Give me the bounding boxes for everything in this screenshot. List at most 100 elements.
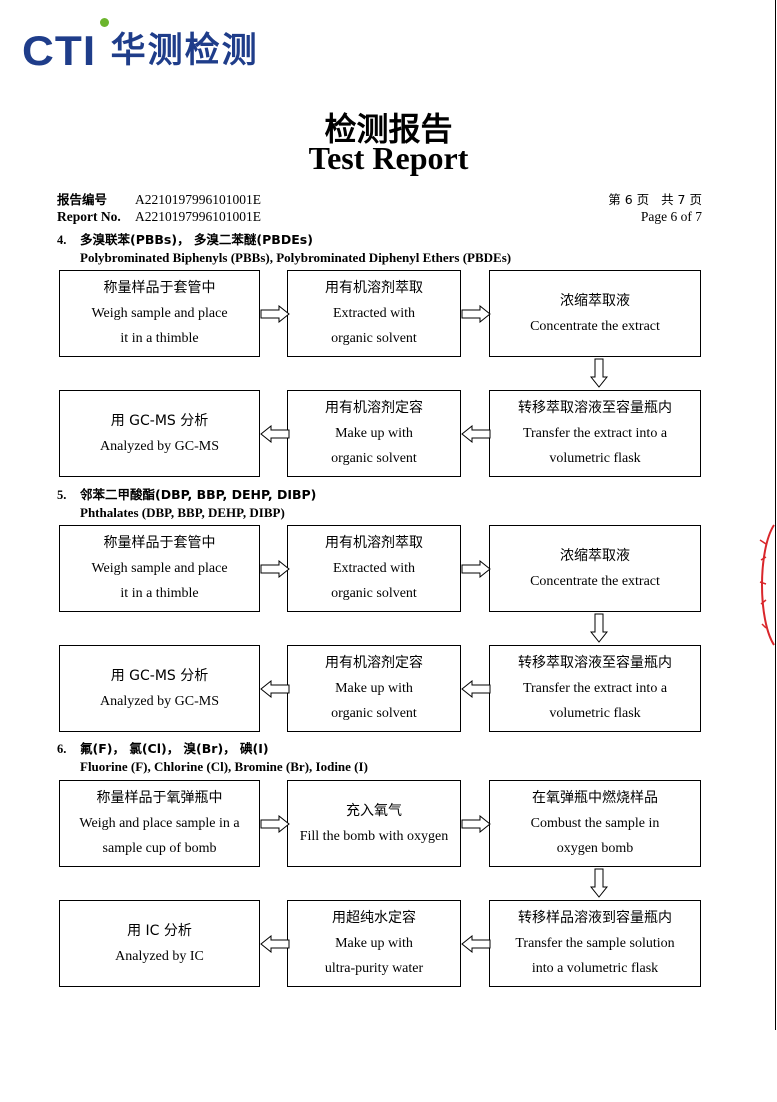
step-label-cn: 在氧弹瓶中燃烧样品 [532,790,658,806]
page-indicator-cn: 第 6 页 共 7 页 [608,192,702,207]
process-step-box: 充入氧气 Fill the bomb with oxygen [287,780,461,867]
logo-brand: CTI [22,27,97,74]
report-no-label-en: Report No. [57,209,121,224]
step-label-cn: 转移萃取溶液至容量瓶内 [518,400,672,416]
process-step-box: 转移样品溶液到容量瓶内 Transfer the sample solution i… [489,900,701,987]
company-logo: CTI 华测检测 [22,18,259,76]
process-step-box: 称量样品于套管中 Weigh sample and place it in a th… [59,270,260,357]
step-label-en-2: it in a thimble [120,331,199,346]
step-label-en-2: organic solvent [331,586,417,601]
process-step-box: 用有机溶剂萃取 Extracted with organic solvent [287,525,461,612]
process-step-box: 称量样品于套管中 Weigh sample and place it in a th… [59,525,260,612]
step-label-en: Transfer the sample solution [515,936,675,951]
step-label-en: Extracted with [332,561,416,576]
step-label-en: Weigh and place sample in a [79,816,240,831]
logo-chinese-name: 华测检测 [110,30,259,71]
arrow-right-icon [461,304,491,323]
step-label-en: Make up with [335,681,413,696]
step-label-en: Extracted with [332,306,416,321]
step-label-en: Weigh sample and place [91,561,228,576]
process-step-box: 用超纯水定容 Make up with ultra-purity water [287,900,461,987]
step-label-en: Analyzed by GC-MS [100,438,219,454]
step-label-en-2: into a volumetric flask [531,961,659,976]
section-number: 4. [57,233,67,247]
arrow-down-icon [590,358,608,388]
step-label-en-2: it in a thimble [120,586,199,601]
step-label-en-2: volumetric flask [549,706,641,721]
report-no-label-cn: 报告编号 [57,192,108,207]
page-indicator: 第 6 页 共 7 页 Page 6 of 7 [608,191,702,225]
section-title-cn: 氟(F)， 氯(Cl)， 溴(Br)， 碘(I) [80,741,269,756]
step-label-en: Concentrate the extract [530,318,660,334]
step-label-cn: 用有机溶剂萃取 [325,535,423,551]
step-label-en-2: organic solvent [331,331,417,346]
section-title-en: Phthalates (DBP, BBP, DEHP, DIBP) [80,505,285,520]
step-label-en: Weigh sample and place [91,306,228,321]
step-label-en: Analyzed by IC [115,948,204,964]
step-label-cn: 用有机溶剂定容 [325,400,423,416]
step-label-cn: 用 GC-MS 分析 [110,667,209,684]
step-label-en: Make up with [335,426,413,441]
report-no-value-2: A2210197996101001E [135,209,261,224]
section-title-en: Polybrominated Biphenyls (PBBs), Polybro… [80,250,512,265]
step-label-en-2: oxygen bomb [556,841,634,856]
arrow-left-icon [461,679,491,698]
title-chinese: 检测报告 [324,110,453,148]
step-label-cn: 充入氧气 [346,802,402,819]
page-indicator-en: Page 6 of 7 [640,209,702,224]
step-label-en: Transfer the extract into a [522,681,668,696]
section-6-heading: 6.氟(F)， 氯(Cl)， 溴(Br)， 碘(I) Fluorine (F),… [57,740,368,775]
step-label-en-2: organic solvent [331,451,417,466]
page-border-line [775,0,776,1030]
step-label-en-2: ultra-purity water [324,961,424,976]
process-step-box: 用有机溶剂定容 Make up with organic solvent [287,390,461,477]
step-label-en-2: volumetric flask [549,451,641,466]
arrow-right-icon [461,559,491,578]
step-label-en: Fill the bomb with oxygen [299,828,449,844]
step-label-en: Make up with [335,936,413,951]
step-label-en-2: organic solvent [331,706,417,721]
arrow-right-icon [260,814,290,833]
step-label-cn: 用 GC-MS 分析 [110,412,209,429]
step-label-cn: 称量样品于氧弹瓶中 [96,790,223,806]
process-step-box: 转移萃取溶液至容量瓶内 Transfer the extract into a vo… [489,390,701,477]
section-number: 6. [57,742,67,756]
step-label-cn: 称量样品于套管中 [103,535,216,551]
section-title-cn: 多溴联苯(PBBs)， 多溴二苯醚(PBDEs) [80,232,313,247]
process-step-box: 浓缩萃取液 Concentrate the extract [489,270,701,357]
step-label-cn: 称量样品于套管中 [103,280,216,296]
arrow-right-icon [461,814,491,833]
arrow-down-icon [590,868,608,898]
section-4-heading: 4. 多溴联苯(PBBs)， 多溴二苯醚(PBDEs) Polybrominate… [57,231,511,266]
arrow-left-icon [260,934,290,953]
logo-dot-icon [100,18,109,27]
process-step-box: 用 GC-MS 分析 Analyzed by GC-MS [59,645,260,732]
arrow-down-icon [590,613,608,643]
step-label-cn: 用有机溶剂萃取 [325,280,423,296]
step-label-cn: 用 IC 分析 [127,922,192,939]
step-label-cn: 转移样品溶液到容量瓶内 [518,910,672,926]
step-label-cn: 用有机溶剂定容 [325,655,423,671]
arrow-left-icon [260,679,290,698]
section-title-cn: 邻苯二甲酸酯(DBP, BBP, DEHP, DIBP) [80,487,317,502]
report-number-values: A2210197996101001E A2210197996101001E [135,191,261,225]
arrow-left-icon [461,424,491,443]
step-label-en: Transfer the extract into a [522,426,668,441]
seal-stamp-icon [759,524,775,646]
step-label-cn: 浓缩萃取液 [560,292,630,309]
arrow-right-icon [260,304,290,323]
arrow-left-icon [461,934,491,953]
process-step-box: 用 IC 分析 Analyzed by IC [59,900,260,987]
process-step-box: 用 GC-MS 分析 Analyzed by GC-MS [59,390,260,477]
step-label-en: Analyzed by GC-MS [100,693,219,709]
step-label-cn: 浓缩萃取液 [560,547,630,564]
process-step-box: 用有机溶剂定容 Make up with organic solvent [287,645,461,732]
step-label-cn: 用超纯水定容 [332,910,416,926]
report-no-value-1: A2210197996101001E [135,192,261,207]
title-english: Test Report [308,140,469,176]
arrow-left-icon [260,424,290,443]
